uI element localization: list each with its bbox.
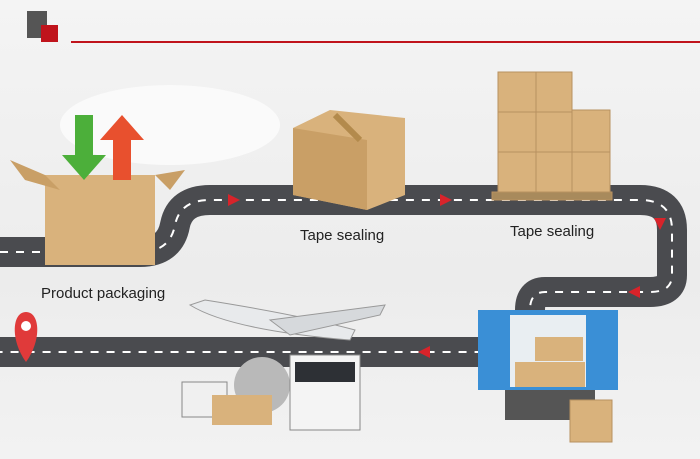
step-label-product-packaging: Product packaging bbox=[41, 285, 166, 302]
logo-icon bbox=[27, 11, 58, 42]
location-pin-icon bbox=[14, 312, 38, 362]
pallet-boxes bbox=[491, 71, 613, 201]
container-truck bbox=[478, 310, 618, 443]
step-label-tape-sealing-2: Tape sealing bbox=[510, 223, 595, 240]
header-rule bbox=[71, 41, 700, 43]
direction-arrows bbox=[228, 194, 666, 358]
open-box bbox=[10, 115, 185, 265]
step-label-tape-sealing-1: Tape sealing bbox=[300, 227, 385, 244]
airplane-and-trucks bbox=[181, 299, 386, 431]
sealed-box bbox=[293, 110, 405, 210]
